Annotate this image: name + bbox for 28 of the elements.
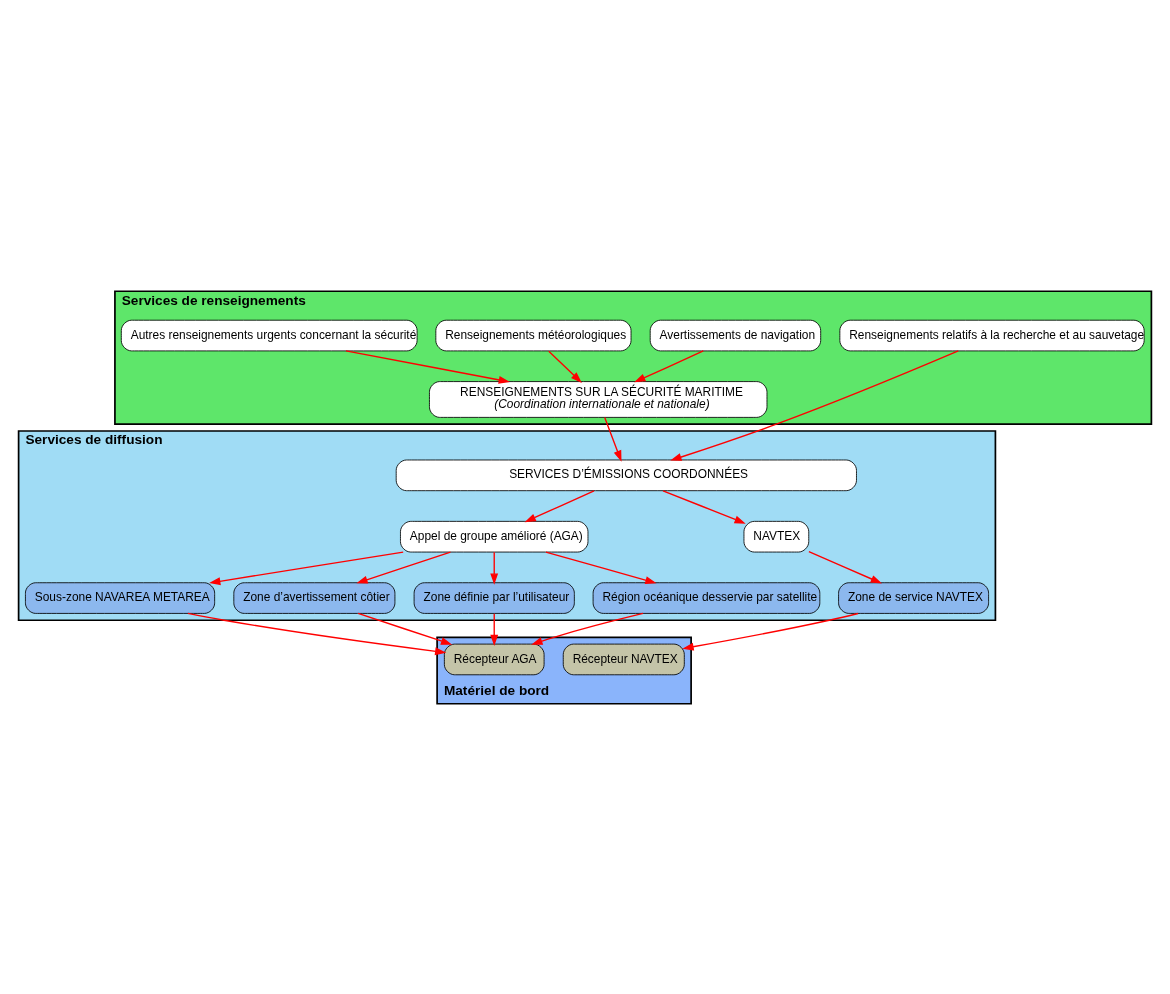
node-box: Zone d’avertissement côtier [233,581,396,614]
arrow [356,550,452,583]
arrow [345,349,510,384]
node-box: Zone de service NAVTEX [838,581,989,614]
node-box: Région océanique desservie par satellite [592,581,821,614]
arrow [662,489,746,524]
arrow [545,550,657,584]
node-box: Récepteur AGA [443,643,545,675]
node-box: Renseignements météorologiques [435,319,632,351]
node-box: RENSEIGNEMENTS SUR LA SÉCURITÉ MARITIME (Coordination internationale et nationale) [429,380,768,418]
node-box: Autres renseignements urgents concernant la sécurité [120,319,418,351]
arrow [670,349,959,461]
node-box: Avertissements de navigation [649,319,822,351]
arrow [604,416,622,462]
node-box: Sous-zone NAVAREA METAREA [25,581,216,614]
arrow [548,349,582,383]
node-box: Récepteur NAVTEX [562,643,685,675]
arrow [209,550,404,585]
arrow [524,489,595,522]
arrow [490,551,499,585]
node-box: Zone définie par l’utilisateur [413,581,575,614]
node-box: Appel de groupe amélioré (AGA) [400,520,589,552]
arrow [490,612,499,646]
node-box: SERVICES D’ÉMISSIONS COORDONNÉES [395,459,857,491]
arrow [634,349,704,382]
node-box: Renseignements relatifs à la recherche et au sauvetage [839,319,1145,351]
arrow [808,550,882,583]
node-box: NAVTEX [743,520,810,552]
